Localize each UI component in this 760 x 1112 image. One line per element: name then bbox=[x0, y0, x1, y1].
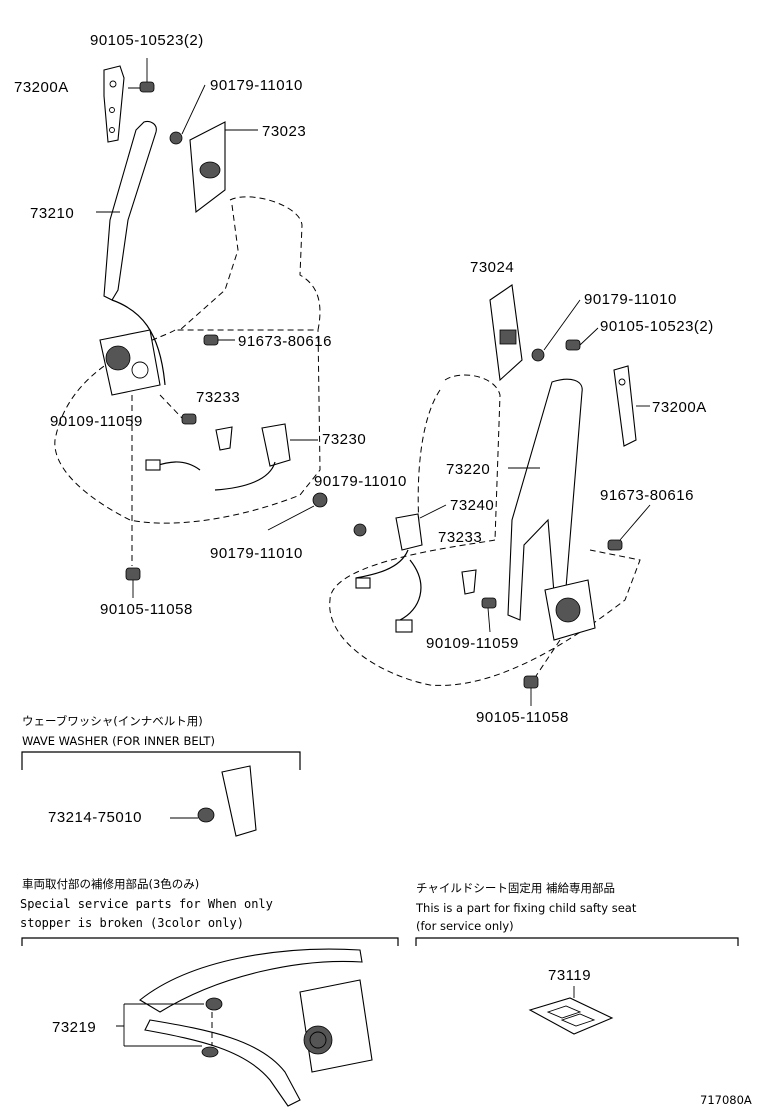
label-90109-11059-left: 90109-11059 bbox=[50, 413, 143, 430]
stopper-note-jp: 車両取付部の補修用部品(3色のみ) bbox=[22, 877, 199, 891]
stopper-note-en-1: Special service parts for When only bbox=[20, 897, 273, 911]
child-note-en-2: (for service only) bbox=[416, 919, 514, 933]
wave-washer-section: ウェーブワッシャ(インナベルト用) WAVE WASHER (FOR INNER… bbox=[21, 714, 301, 837]
washer-note-jp: ウェーブワッシャ(インナベルト用) bbox=[22, 714, 203, 728]
label-73210: 73210 bbox=[30, 205, 74, 222]
stopper-section: 車両取付部の補修用部品(3色のみ) Special service parts … bbox=[20, 877, 399, 1107]
bolt-90109-11059-right bbox=[481, 597, 497, 609]
child-seat-anchor-73119 bbox=[528, 997, 614, 1035]
cap-73233-left bbox=[215, 426, 233, 451]
buckle-73230 bbox=[261, 423, 291, 467]
label-73219: 73219 bbox=[52, 1019, 96, 1036]
label-73233-right: 73233 bbox=[438, 529, 482, 546]
label-73220: 73220 bbox=[446, 461, 490, 478]
figure-id: 717080A bbox=[700, 1093, 752, 1107]
left-seat-assembly bbox=[54, 58, 328, 598]
cap-73233-right bbox=[461, 569, 477, 595]
label-73200a-right: 73200A bbox=[652, 399, 707, 416]
nut-90179-11010-center bbox=[353, 523, 367, 537]
label-90179-11010-mid: 90179-11010 bbox=[210, 545, 303, 562]
anchor-plate-left bbox=[103, 65, 125, 143]
bolt-91673-80616-left bbox=[203, 334, 219, 346]
stopper-belt bbox=[139, 948, 363, 1013]
label-90105-11058-left: 90105-11058 bbox=[100, 601, 193, 618]
belt-73210 bbox=[103, 120, 157, 301]
left-seat-outline bbox=[54, 196, 321, 524]
bolt-90105-11058-left bbox=[125, 567, 141, 581]
label-90105-10523-top: 90105-10523(2) bbox=[90, 32, 204, 49]
nut-90179-11010-right bbox=[531, 348, 545, 362]
stopper-note-en-2: stopper is broken (3color only) bbox=[20, 916, 244, 930]
child-seat-section: チャイルドシート固定用 補給専用部品 This is a part for fi… bbox=[415, 881, 739, 1035]
bolt-90109-11059-left bbox=[181, 413, 197, 425]
label-73240: 73240 bbox=[450, 497, 494, 514]
label-73214-75010: 73214-75010 bbox=[48, 809, 142, 826]
label-91673-80616-right: 91673-80616 bbox=[600, 487, 694, 504]
nut-90179-11010-left bbox=[169, 131, 183, 145]
label-90179-11010-center: 90179-11010 bbox=[314, 473, 407, 490]
label-90179-11010-top: 90179-11010 bbox=[210, 77, 303, 94]
part-labels: 90105-10523(2) 73200A 90179-11010 73023 … bbox=[14, 32, 752, 1107]
right-seat-assembly bbox=[329, 284, 651, 706]
child-note-jp: チャイルドシート固定用 補給専用部品 bbox=[416, 881, 615, 895]
label-90105-10523-right: 90105-10523(2) bbox=[600, 318, 714, 335]
label-73233-left: 73233 bbox=[196, 389, 240, 406]
label-73024: 73024 bbox=[470, 259, 514, 276]
wave-washer-73214 bbox=[197, 807, 215, 823]
stopper-button-top bbox=[205, 997, 223, 1011]
label-91673-80616-left: 91673-80616 bbox=[238, 333, 332, 350]
bolt-90105-11058-right bbox=[523, 675, 539, 689]
washer-note-en: WAVE WASHER (FOR INNER BELT) bbox=[22, 734, 215, 748]
bolt-91673-80616-right bbox=[607, 539, 623, 551]
anchor-plate-right bbox=[613, 365, 637, 447]
belt-73220 bbox=[507, 378, 583, 621]
label-73023: 73023 bbox=[262, 123, 306, 140]
bolt-90105-10523-left bbox=[139, 81, 155, 93]
label-90105-11058-right: 90105-11058 bbox=[476, 709, 569, 726]
label-90109-11059-right: 90109-11059 bbox=[426, 635, 519, 652]
right-seat-outline bbox=[329, 374, 641, 686]
child-note-en-1: This is a part for fixing child safty se… bbox=[415, 901, 637, 915]
label-73200a-top: 73200A bbox=[14, 79, 69, 96]
bolt-90105-10523-right bbox=[565, 339, 581, 351]
label-73119: 73119 bbox=[548, 967, 591, 984]
buckle-73240 bbox=[395, 513, 423, 551]
stopper-retractor bbox=[299, 979, 373, 1073]
stopper-button-bottom bbox=[201, 1046, 219, 1058]
nut-90179-11010-mid bbox=[312, 492, 328, 508]
label-90179-11010-right: 90179-11010 bbox=[584, 291, 677, 308]
inner-buckle-73214 bbox=[221, 765, 257, 837]
label-73230: 73230 bbox=[322, 431, 366, 448]
